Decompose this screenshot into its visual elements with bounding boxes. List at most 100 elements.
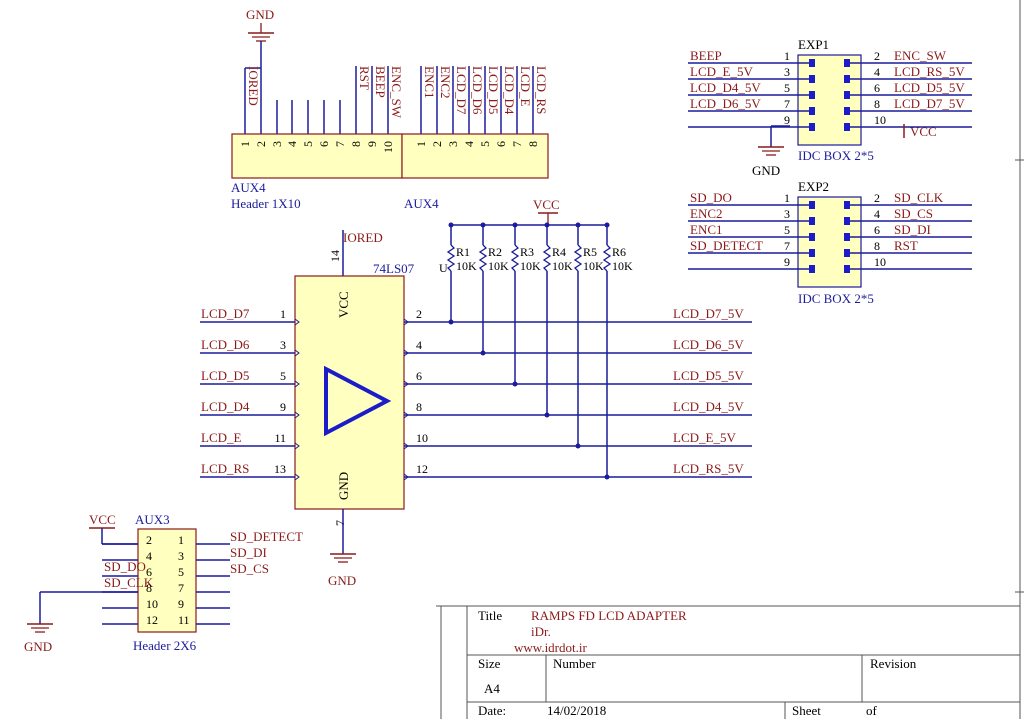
exp1-comment: IDC BOX 2*5 bbox=[798, 148, 874, 163]
exp2-right-pin-number: 6 bbox=[874, 223, 880, 237]
aux4-designator: AUX4 bbox=[231, 180, 266, 195]
junction-dot bbox=[480, 350, 486, 356]
buffer-input-pin-number: 1 bbox=[280, 307, 286, 321]
aux4-right-net-label: LCD_D6 bbox=[470, 66, 485, 115]
junction-dot bbox=[604, 474, 610, 480]
aux3-right-pin-number: 3 bbox=[178, 549, 184, 563]
aux4-left-net-label: BEEP bbox=[373, 66, 388, 98]
resistor-zigzag bbox=[510, 244, 520, 272]
buffer-vcc-net-label: IORED bbox=[343, 230, 383, 245]
exp2-right-pin-number: 4 bbox=[874, 207, 880, 221]
aux4-right-pin-number: 1 bbox=[414, 141, 428, 147]
aux4-designator-2: AUX4 bbox=[404, 196, 439, 211]
resistor-value: 10K bbox=[552, 259, 573, 273]
idc-pin-marker bbox=[844, 59, 850, 67]
aux4-left-pin-number: 1 bbox=[238, 141, 252, 147]
idc-pin-marker bbox=[844, 107, 850, 115]
aux4-right-pin-number: 5 bbox=[478, 141, 492, 147]
exp1-right-pin-number: 6 bbox=[874, 81, 880, 95]
junction-dot bbox=[448, 319, 454, 325]
aux3-right-pin-number: 5 bbox=[178, 565, 184, 579]
aux3-right-pin-number: 11 bbox=[178, 613, 190, 627]
exp2-right-pin-number: 8 bbox=[874, 239, 880, 253]
resistor-value: 10K bbox=[612, 259, 633, 273]
exp1-left-net-label: LCD_D6_5V bbox=[690, 96, 761, 111]
buffer-input-pin-number: 3 bbox=[280, 338, 286, 352]
exp2-left-net-label: ENC1 bbox=[690, 222, 723, 237]
exp1-right-net-label: ENC_SW bbox=[894, 48, 947, 63]
buffer-output-net-label: LCD_RS_5V bbox=[673, 461, 744, 476]
aux3-comment: Header 2X6 bbox=[133, 638, 197, 653]
buffer-output-pin-number: 8 bbox=[416, 400, 422, 414]
aux4-left-pin-lines bbox=[276, 66, 389, 134]
resistor-zigzag bbox=[602, 244, 612, 272]
aux3-left-pin-number: 4 bbox=[146, 549, 152, 563]
title-block: Title RAMPS FD LCD ADAPTER iDr. www.idrd… bbox=[436, 0, 1024, 719]
buffer-designator: 74LS07 bbox=[373, 261, 415, 276]
buffer-input-net-label: LCD_RS bbox=[201, 461, 249, 476]
exp2-right-net-label: SD_CLK bbox=[894, 190, 944, 205]
aux4-right-pin-lines bbox=[420, 66, 534, 134]
idc-pin-marker bbox=[809, 75, 815, 83]
aux4-left-pin-number: 6 bbox=[317, 141, 331, 147]
exp2-right-net-label: RST bbox=[894, 238, 918, 253]
exp1-right-pin-number: 2 bbox=[874, 49, 880, 63]
buffer-input-net-label: LCD_D6 bbox=[201, 337, 250, 352]
aux4-left-pin-number: 7 bbox=[333, 141, 347, 147]
idc-pin-marker bbox=[844, 123, 850, 131]
aux3-vcc-label: VCC bbox=[89, 512, 116, 527]
idc-pin-marker bbox=[844, 91, 850, 99]
buffer-input-pin-number: 13 bbox=[274, 462, 286, 476]
exp1-left-pin-number: 1 bbox=[784, 49, 790, 63]
aux3-body bbox=[137, 528, 197, 633]
exp2-left-pin-number: 9 bbox=[784, 255, 790, 269]
exp2-right-pin-number: 2 bbox=[874, 191, 880, 205]
exp2-right-pin-number: 10 bbox=[874, 255, 886, 269]
idc-pin-marker bbox=[809, 59, 815, 67]
aux4-right-net-label: LCD_D5 bbox=[486, 66, 501, 114]
exp1-right-net-label: LCD_D7_5V bbox=[894, 96, 965, 111]
aux4-left-net-label: IORED bbox=[246, 66, 261, 106]
junction-dot bbox=[575, 443, 581, 449]
aux4-left-pin-number: 10 bbox=[381, 141, 395, 153]
exp1-right-pin-number: 10 bbox=[874, 113, 886, 127]
title-value: RAMPS FD LCD ADAPTER bbox=[531, 608, 687, 623]
junction-dot bbox=[544, 412, 550, 418]
buffer-vcc-pin-number: 14 bbox=[328, 250, 342, 262]
aux4-right-pin-number: 3 bbox=[446, 141, 460, 147]
aux4-right-net-label: LCD_D7 bbox=[454, 66, 469, 115]
resistor-ref: R4 bbox=[552, 245, 566, 259]
exp1-right-net-label: LCD_RS_5V bbox=[894, 64, 965, 79]
resistor-ref: R5 bbox=[583, 245, 597, 259]
exp2-left-pin-number: 7 bbox=[784, 239, 790, 253]
resistor-ref: R1 bbox=[456, 245, 470, 259]
idc-pin-marker bbox=[844, 217, 850, 225]
exp2-right-net-label: SD_CS bbox=[894, 206, 933, 221]
resistor-ref: R6 bbox=[612, 245, 626, 259]
aux4-gnd-label: GND bbox=[246, 7, 274, 22]
idc-pin-marker bbox=[844, 201, 850, 209]
buffer-input-pin-number: 5 bbox=[280, 369, 286, 383]
aux4-left-pin-number: 2 bbox=[254, 141, 268, 147]
buffer-output-pin-number: 4 bbox=[416, 338, 422, 352]
resistor-zigzag bbox=[478, 244, 488, 272]
aux4-left-pin-number: 5 bbox=[301, 141, 315, 147]
website-value: www.idrdot.ir bbox=[514, 640, 587, 655]
aux4-left-net-label: ENC_SW bbox=[389, 66, 404, 119]
idc-pin-marker bbox=[844, 249, 850, 257]
aux3-right-pin-number: 7 bbox=[178, 581, 184, 595]
aux3-designator: AUX3 bbox=[135, 512, 170, 527]
buffer-input-net-label: LCD_D4 bbox=[201, 399, 250, 414]
aux3-left-pin-number: 2 bbox=[146, 533, 152, 547]
